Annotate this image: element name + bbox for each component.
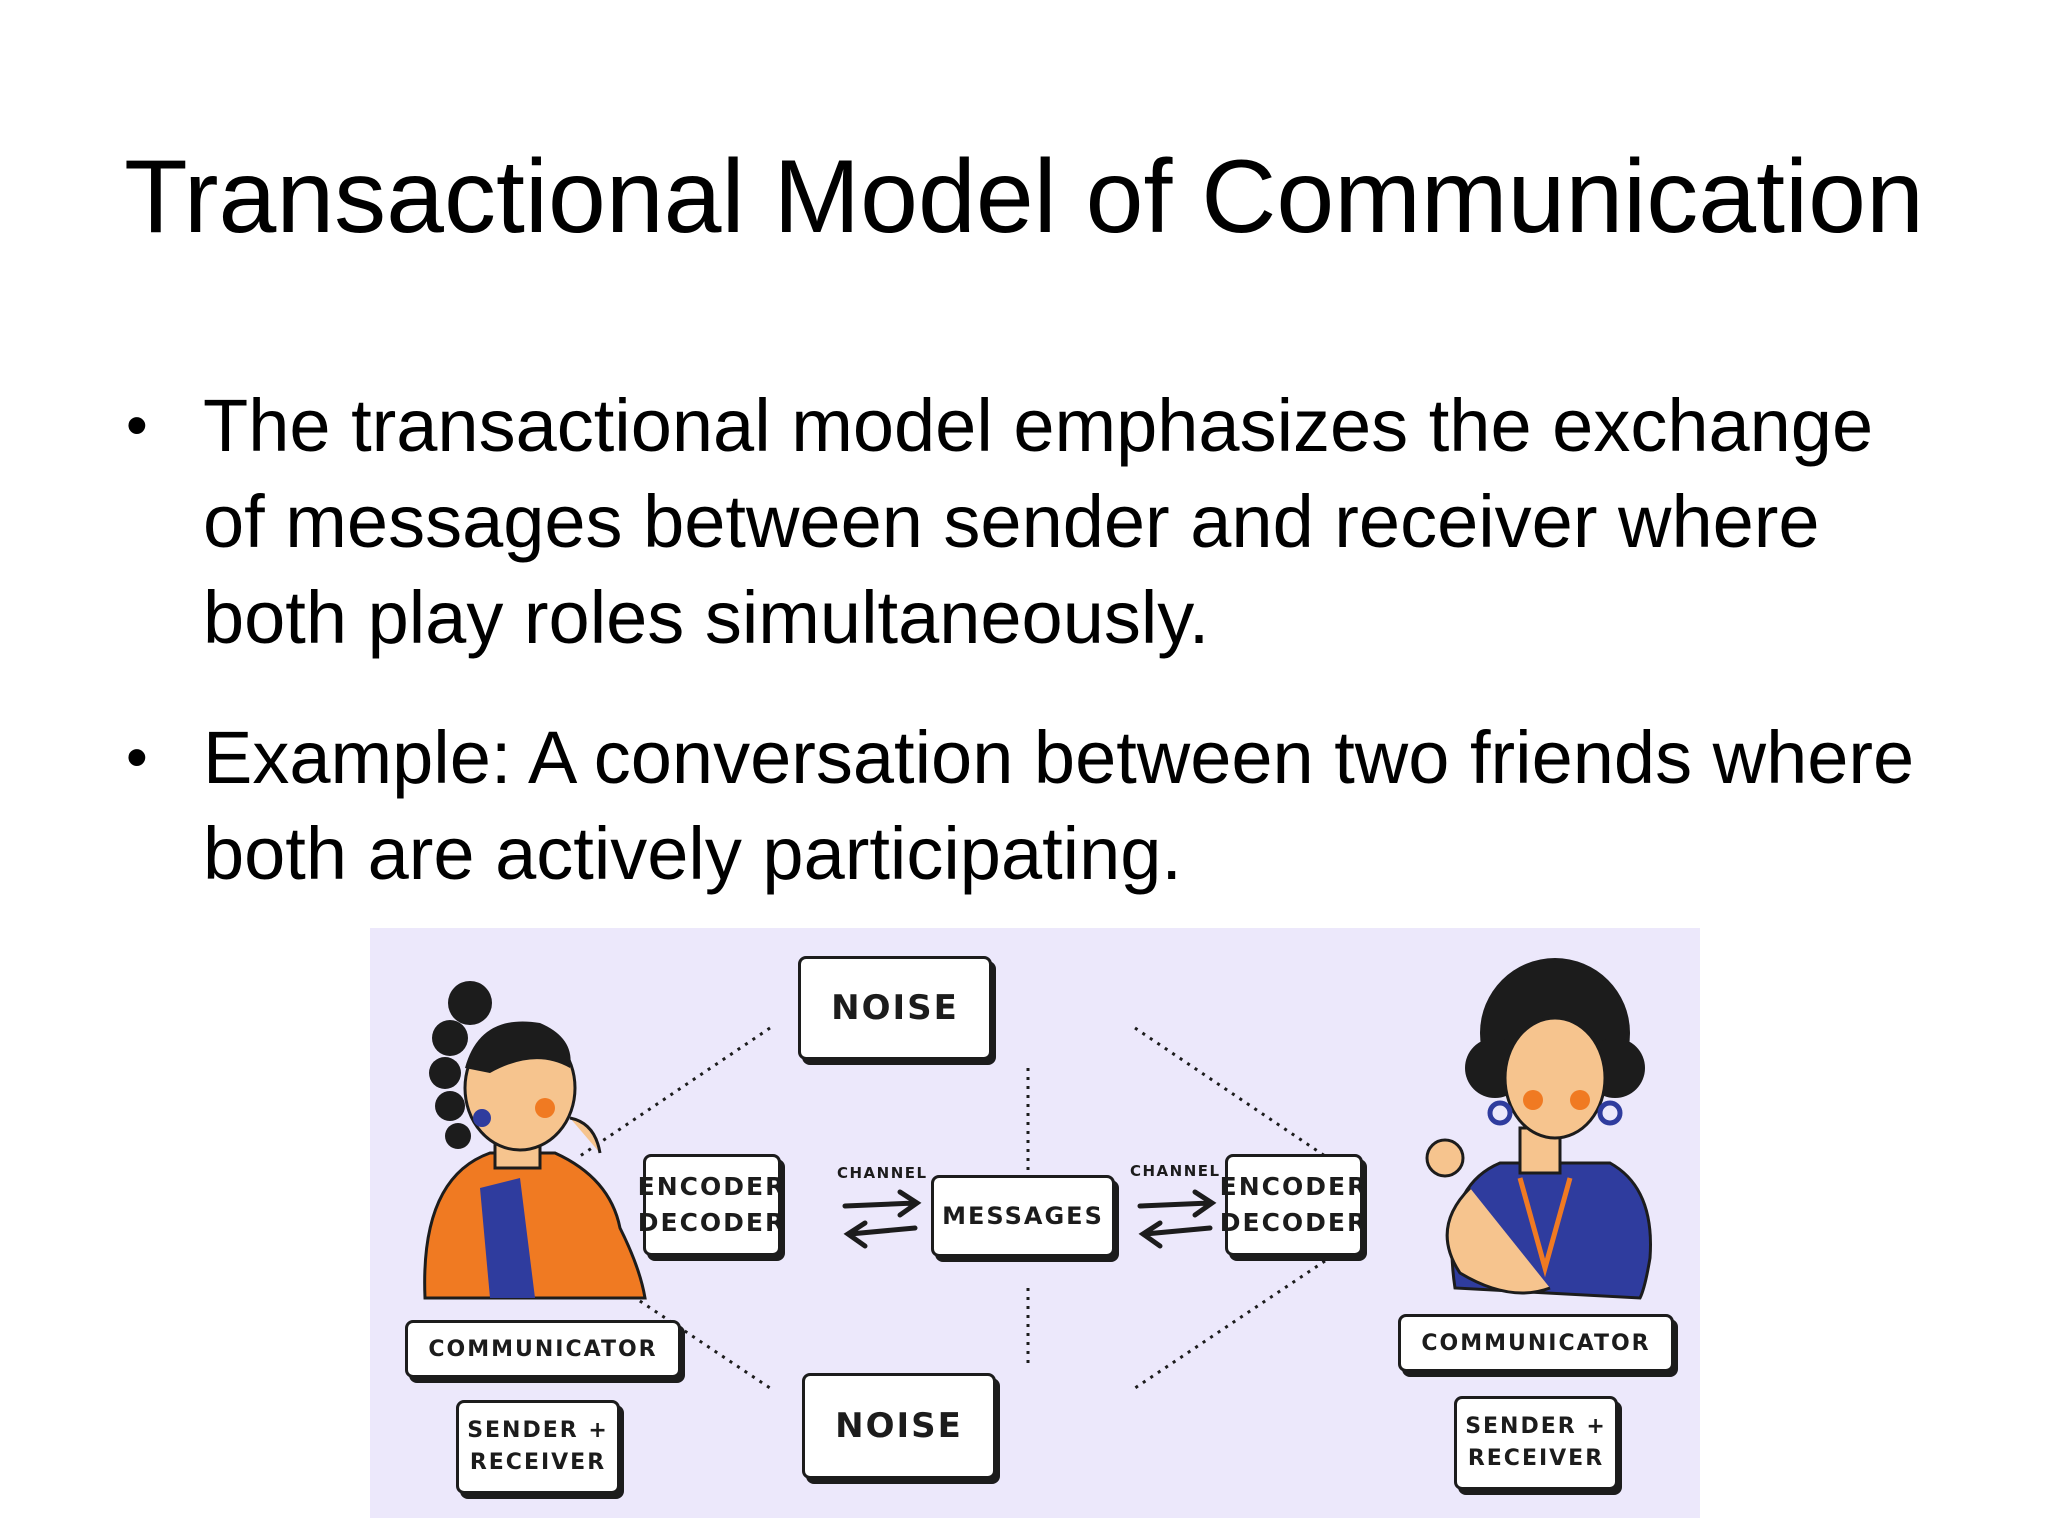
- bullet-item-1: • The transactional model emphasizes the…: [118, 378, 1948, 666]
- messages-label: MESSAGES: [942, 1202, 1104, 1230]
- slide-title: Transactional Model of Communication: [124, 139, 1924, 255]
- arrow-right-icon: [842, 1189, 922, 1218]
- encoder-decoder-right-box: ENCODER DECODER: [1220, 1154, 1366, 1256]
- receiver-label: RECEIVER: [469, 1450, 607, 1475]
- arrow-left-icon: [1138, 1220, 1213, 1249]
- sender-label: SENDER +: [467, 1418, 609, 1443]
- encoder-label: ENCODER: [1219, 1172, 1369, 1201]
- noise-top-box: NOISE: [798, 956, 992, 1060]
- bullet-marker: •: [126, 391, 148, 460]
- role-left-box: SENDER + RECEIVER: [456, 1400, 620, 1494]
- communicator-label: COMMUNICATOR: [1421, 1330, 1651, 1356]
- channel-left-label: CHANNEL: [837, 1164, 928, 1182]
- connector-line: [1134, 1026, 1326, 1158]
- connector-line: [579, 1026, 771, 1158]
- arrow-left-icon: [843, 1220, 918, 1249]
- left-person-illustration: [423, 981, 647, 1300]
- noise-top-label: NOISE: [831, 988, 959, 1028]
- channel-right-label: CHANNEL: [1130, 1162, 1221, 1180]
- channel-arrows: [842, 1189, 1217, 1249]
- sender-label: SENDER +: [1465, 1414, 1607, 1439]
- messages-box: MESSAGES: [931, 1175, 1115, 1257]
- transactional-model-diagram: NOISE NOISE MESSAGES ENCODER DECODER ENC…: [370, 928, 1700, 1518]
- encoder-decoder-left-box: ENCODER DECODER: [638, 1154, 784, 1256]
- connector-line: [1134, 1259, 1326, 1390]
- noise-bottom-label: NOISE: [835, 1406, 963, 1446]
- communicator-right-box: COMMUNICATOR: [1398, 1314, 1674, 1372]
- role-right-box: SENDER + RECEIVER: [1454, 1396, 1618, 1490]
- bullet-text: Example: A conversation between two frie…: [203, 716, 1915, 895]
- decoder-label: DECODER: [637, 1208, 787, 1237]
- encoder-label: ENCODER: [637, 1172, 787, 1201]
- decoder-label: DECODER: [1219, 1208, 1369, 1237]
- communicator-left-box: COMMUNICATOR: [405, 1320, 681, 1378]
- bullet-marker: •: [126, 723, 148, 792]
- right-person-illustration: [1425, 958, 1652, 1300]
- bullet-text: The transactional model emphasizes the e…: [203, 384, 1874, 659]
- diagram-graphics: [423, 958, 1652, 1390]
- receiver-label: RECEIVER: [1467, 1446, 1605, 1471]
- communicator-label: COMMUNICATOR: [428, 1336, 658, 1362]
- noise-bottom-box: NOISE: [802, 1373, 996, 1479]
- bullet-item-2: • Example: A conversation between two fr…: [118, 710, 1948, 902]
- arrow-right-icon: [1137, 1189, 1217, 1218]
- bullet-list: • The transactional model emphasizes the…: [118, 378, 1948, 946]
